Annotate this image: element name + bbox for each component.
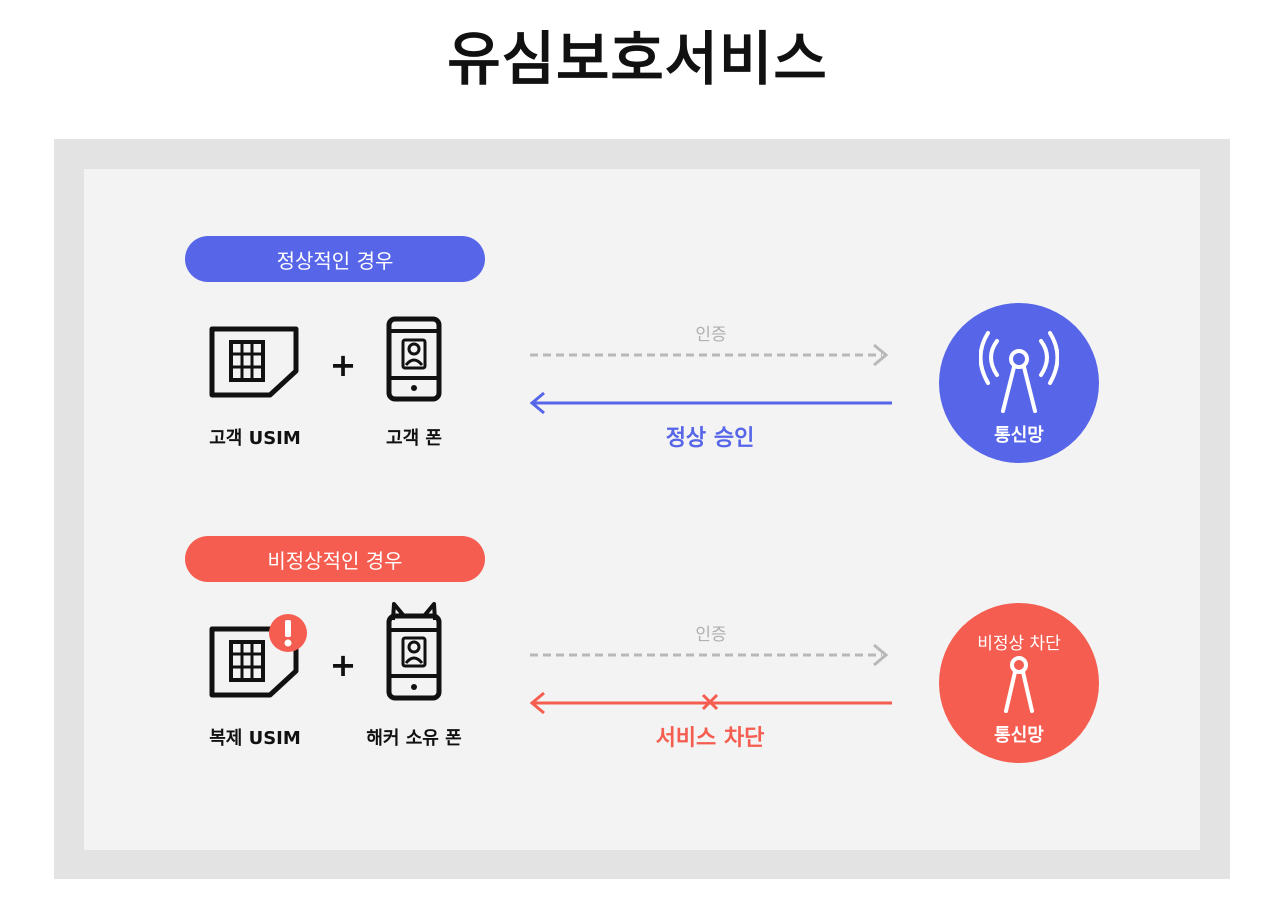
auth-label: 인증 [695,325,727,345]
antenna-tower-icon [1004,656,1034,713]
auth-label-abnormal: 인증 [695,625,727,645]
usim-icon [209,326,299,398]
approve-arrow-left [529,391,892,415]
auth-arrow-right-abnormal [530,643,889,667]
abnormal-case-badge: 비정상적인 경우 [185,536,485,582]
auth-arrow-right [530,343,889,367]
network-node-normal: 통신망 [939,303,1099,463]
customer-usim-label: 고객 USIM [209,428,301,449]
network-label: 통신망 [994,425,1044,446]
network-node-abnormal: 비정상 차단 통신망 [939,603,1099,763]
cloned-usim-label: 복제 USIM [209,728,301,749]
phone-icon [386,316,442,402]
hacker-phone-icon [386,602,442,701]
abnormal-block-label: 비정상 차단 [977,634,1061,654]
plus-sign: + [329,346,357,384]
service-block-label: 서비스 차단 [655,726,765,751]
page-title: 유심보호서비스 [447,25,828,93]
customer-phone-label: 고객 폰 [386,428,442,449]
hacker-phone-label: 해커 소유 폰 [366,728,462,749]
approval-label: 정상 승인 [665,426,755,451]
cloned-usim-icon [209,614,307,698]
normal-case-badge: 정상적인 경우 [185,236,485,282]
antenna-tower-icon [979,331,1059,413]
blocked-arrow-left [529,691,892,715]
network-label-abnormal: 통신망 [994,725,1044,746]
plus-sign-abnormal: + [329,646,357,684]
